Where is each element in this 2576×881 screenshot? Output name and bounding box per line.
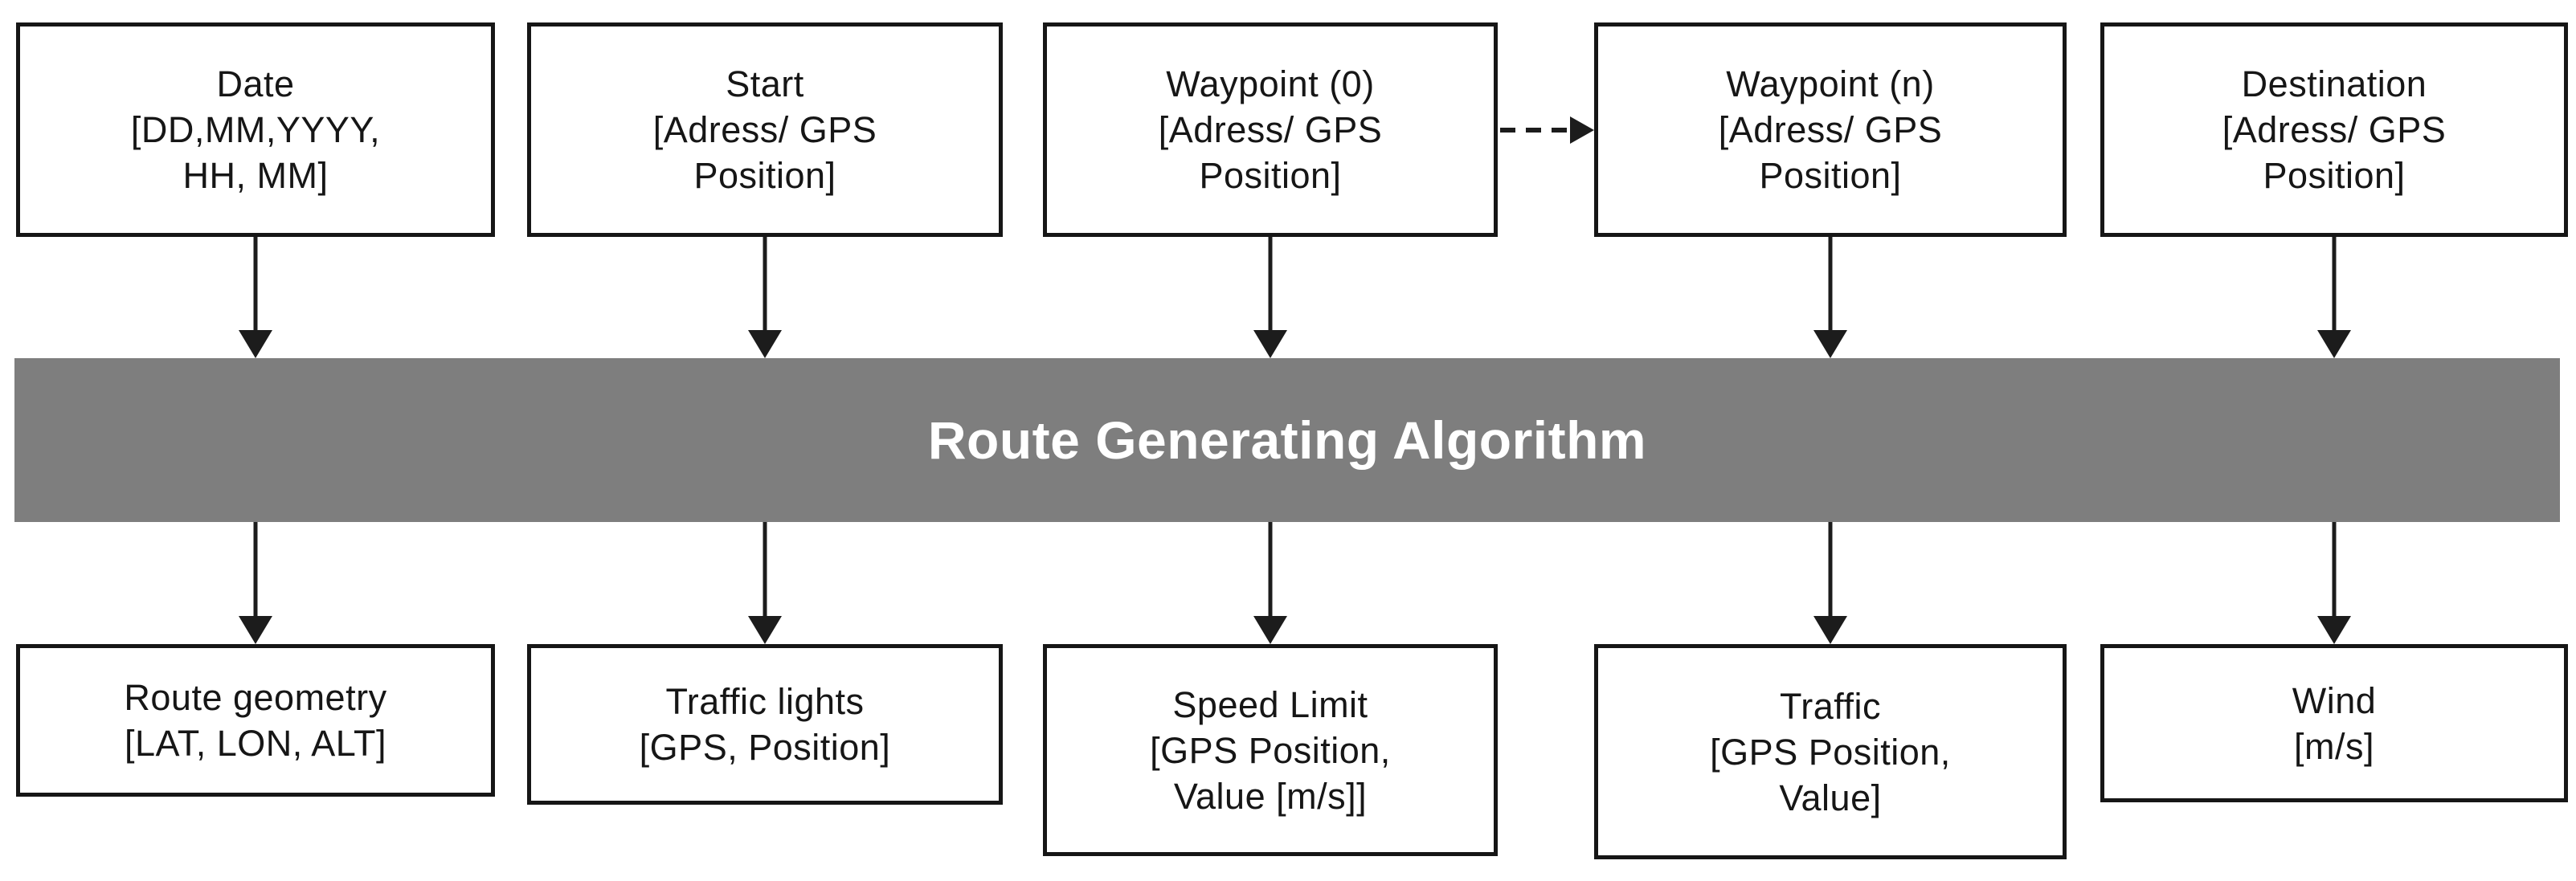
output-box-traffic: Traffic [GPS Position, Value] [1594, 644, 2067, 859]
arrow-date-to-algorithm [238, 237, 273, 358]
arrow-algorithm-to-traffic [1813, 522, 1848, 644]
output-box-route-geometry-label: Route geometry [LAT, LON, ALT] [124, 677, 387, 764]
arrow-stem [1268, 522, 1273, 618]
output-box-speed-limit: Speed Limit [GPS Position, Value [m/s]] [1043, 644, 1498, 856]
arrow-stem [1268, 237, 1273, 332]
algorithm-bar: Route Generating Algorithm [14, 358, 2560, 522]
arrow-algorithm-to-traffic-lights [747, 522, 783, 644]
arrow-algorithm-to-speed-limit [1253, 522, 1288, 644]
arrow-head-icon [239, 616, 272, 644]
dashed-arrow-line [1500, 128, 1575, 133]
dashed-arrow-waypoint0-to-waypointn [1500, 116, 1594, 144]
arrow-start-to-algorithm [747, 237, 783, 358]
input-box-waypoint-n-label: Waypoint (n) [Adress/ GPS Position] [1718, 63, 1943, 196]
arrow-head-icon [748, 616, 782, 644]
input-box-destination: Destination [Adress/ GPS Position] [2100, 22, 2568, 237]
arrow-head-icon [1253, 616, 1287, 644]
output-box-traffic-label: Traffic [GPS Position, Value] [1710, 685, 1951, 818]
output-box-speed-limit-label: Speed Limit [GPS Position, Value [m/s]] [1150, 683, 1391, 817]
arrow-waypointn-to-algorithm [1813, 237, 1848, 358]
arrow-stem [253, 522, 258, 618]
input-box-waypoint-0: Waypoint (0) [Adress/ GPS Position] [1043, 22, 1498, 237]
arrow-stem [763, 237, 767, 332]
input-box-start-label: Start [Adress/ GPS Position] [652, 63, 877, 196]
algorithm-bar-label: Route Generating Algorithm [927, 410, 1647, 470]
input-box-date: Date [DD,MM,YYYY, HH, MM] [16, 22, 495, 237]
arrow-head-icon [1253, 330, 1287, 358]
arrow-stem [253, 237, 258, 332]
output-box-wind: Wind [m/s] [2100, 644, 2568, 802]
output-box-wind-label: Wind [m/s] [2292, 679, 2377, 767]
input-box-destination-label: Destination [Adress/ GPS Position] [2222, 63, 2447, 196]
output-box-route-geometry: Route geometry [LAT, LON, ALT] [16, 644, 495, 797]
arrow-stem [2332, 237, 2337, 332]
output-box-traffic-lights: Traffic lights [GPS, Position] [527, 644, 1003, 805]
arrow-stem [2332, 522, 2337, 618]
input-box-waypoint-0-label: Waypoint (0) [Adress/ GPS Position] [1158, 63, 1383, 196]
arrow-head-icon [2317, 330, 2351, 358]
arrow-algorithm-to-route-geometry [238, 522, 273, 644]
arrow-head-icon [1813, 330, 1847, 358]
arrow-algorithm-to-wind [2316, 522, 2352, 644]
input-box-waypoint-n: Waypoint (n) [Adress/ GPS Position] [1594, 22, 2067, 237]
input-box-start: Start [Adress/ GPS Position] [527, 22, 1003, 237]
arrow-stem [763, 522, 767, 618]
dashed-arrow-head-icon [1570, 116, 1594, 144]
arrow-head-icon [1813, 616, 1847, 644]
arrow-head-icon [748, 330, 782, 358]
arrow-waypoint0-to-algorithm [1253, 237, 1288, 358]
arrow-destination-to-algorithm [2316, 237, 2352, 358]
arrow-stem [1828, 237, 1833, 332]
arrow-stem [1828, 522, 1833, 618]
input-box-date-label: Date [DD,MM,YYYY, HH, MM] [130, 63, 381, 196]
arrow-head-icon [2317, 616, 2351, 644]
output-box-traffic-lights-label: Traffic lights [GPS, Position] [639, 681, 891, 768]
arrow-head-icon [239, 330, 272, 358]
